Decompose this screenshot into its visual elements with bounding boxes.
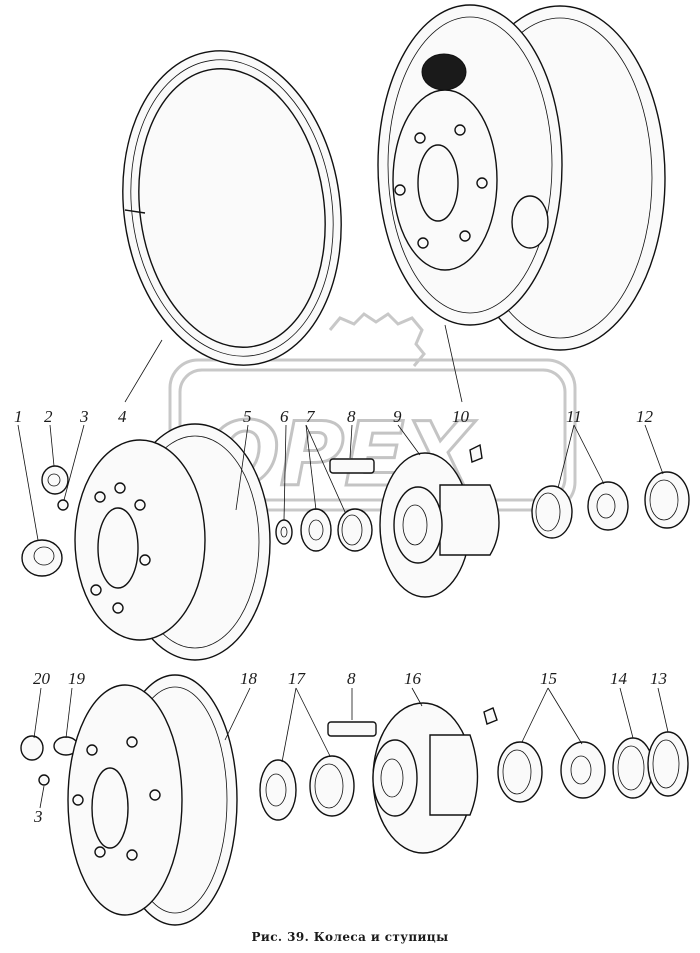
seal-13 — [647, 731, 689, 797]
oil-seal-12 — [644, 471, 690, 529]
brake-drum-upper — [74, 423, 271, 661]
bearing-cone-15 — [560, 741, 606, 799]
nut-20 — [20, 735, 44, 761]
callout-18: 18 — [240, 669, 258, 688]
callout-5: 5 — [243, 407, 252, 426]
wheel-stud-8-lower — [327, 721, 377, 737]
callout-19: 19 — [68, 669, 86, 688]
leader-lines — [17, 324, 669, 809]
wheel-nut-1 — [21, 539, 63, 577]
wheel-disc — [377, 4, 666, 351]
callout-1: 1 — [14, 407, 23, 426]
callout-14: 14 — [610, 669, 628, 688]
callout-9: 9 — [393, 407, 402, 426]
hub-upper — [379, 443, 500, 598]
callout-17: 17 — [288, 669, 307, 688]
bearing-cup-15 — [497, 741, 543, 803]
brake-drum-lower — [67, 674, 238, 926]
bearing-cup-11 — [531, 485, 573, 539]
callout-7: 7 — [306, 407, 316, 426]
bearing-cone-17 — [259, 759, 297, 821]
callout-3-upper: 3 — [79, 407, 89, 426]
callout-13: 13 — [650, 669, 667, 688]
callout-3-lower: 3 — [33, 807, 43, 826]
callout-4: 4 — [118, 407, 127, 426]
split-rim-ring — [122, 50, 342, 366]
callout-16: 16 — [404, 669, 422, 688]
screw-3-bottom — [38, 774, 50, 786]
callout-20: 20 — [33, 669, 51, 688]
callout-6: 6 — [280, 407, 289, 426]
hub-lower — [372, 702, 498, 854]
callout-15: 15 — [540, 669, 557, 688]
bearing-cone-7 — [300, 508, 332, 552]
bearing-cone-11 — [587, 481, 629, 531]
callout-8-upper: 8 — [347, 407, 356, 426]
screw-3-top — [57, 499, 69, 511]
seal-14 — [612, 737, 654, 799]
callout-12: 12 — [636, 407, 654, 426]
nut-2 — [41, 465, 69, 495]
bearing-cup-17 — [309, 755, 355, 817]
bearing-cup-7 — [337, 508, 373, 552]
callout-11: 11 — [566, 407, 582, 426]
washer-6 — [275, 519, 293, 545]
figure-caption: Рис. 39. Колеса и ступицы — [251, 930, 449, 944]
callout-10: 10 — [452, 407, 470, 426]
callout-8-lower: 8 — [347, 669, 356, 688]
callout-2: 2 — [44, 407, 53, 426]
wheel-stud-8-upper — [329, 458, 375, 474]
